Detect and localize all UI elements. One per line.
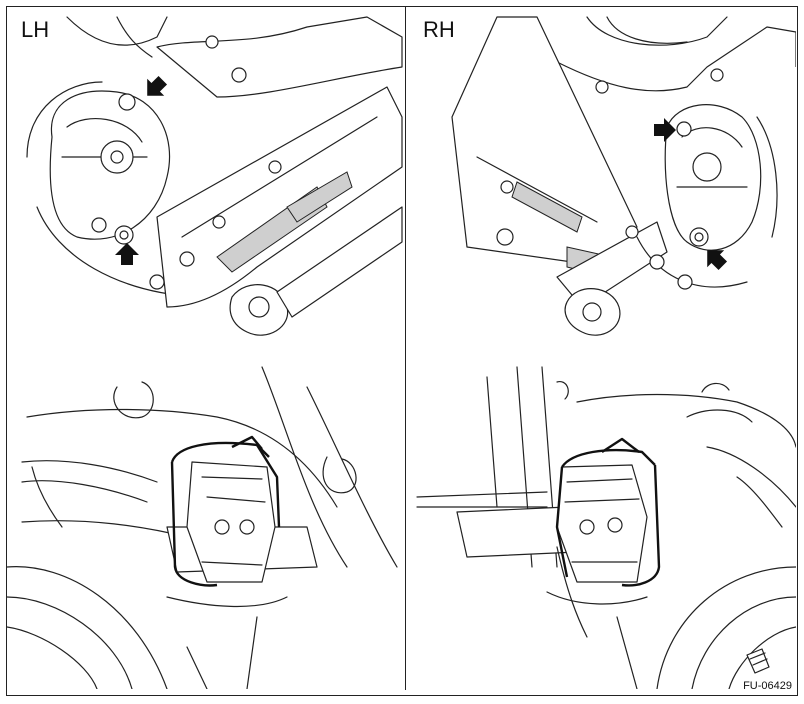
rh-upper-assembly bbox=[451, 16, 796, 336]
arrow-icon bbox=[654, 118, 676, 142]
arrow-icon bbox=[115, 243, 139, 265]
lh-label: LH bbox=[21, 17, 50, 42]
rh-panel: RH bbox=[407, 7, 796, 689]
rh-lower-assembly bbox=[416, 366, 796, 689]
rh-drawing bbox=[416, 16, 796, 689]
lh-upper-assembly bbox=[26, 16, 403, 336]
arrow-icon bbox=[707, 250, 728, 271]
lh-drawing bbox=[7, 16, 403, 689]
arrow-icon bbox=[147, 75, 168, 96]
rh-label: RH bbox=[423, 17, 455, 42]
figure-code: FU-06429 bbox=[743, 680, 792, 692]
lh-panel: LH bbox=[7, 7, 404, 689]
lh-lower-assembly bbox=[7, 366, 398, 689]
figure-frame bbox=[6, 6, 798, 696]
panel-divider bbox=[405, 6, 406, 690]
